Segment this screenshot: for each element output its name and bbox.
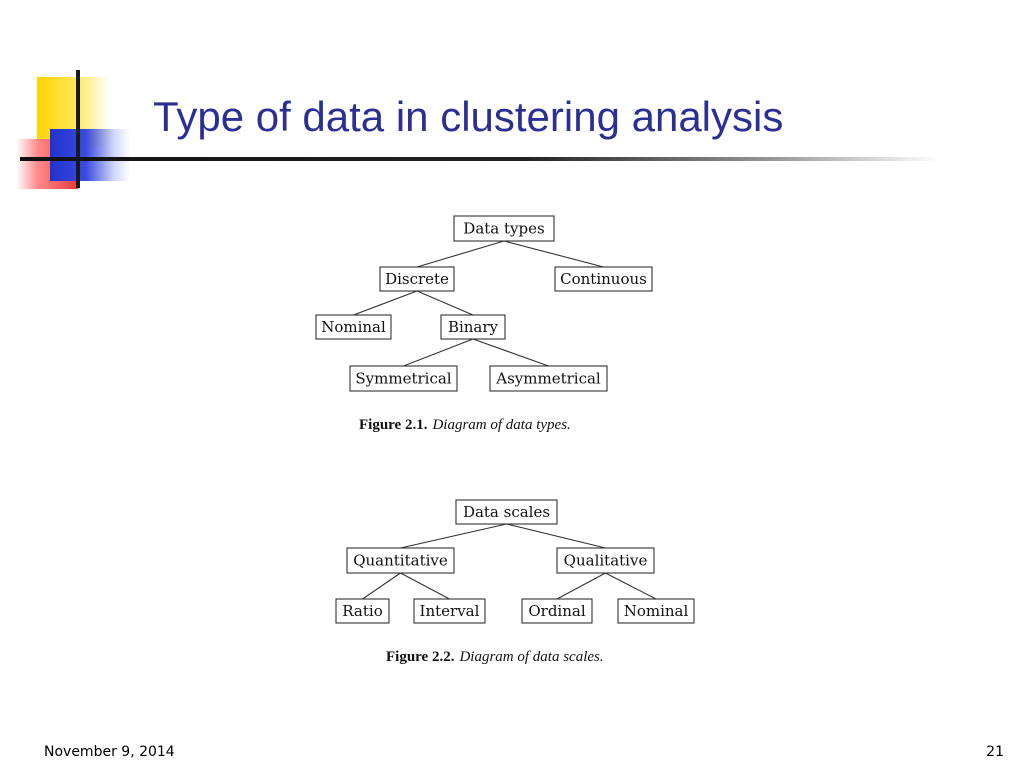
node-label: Ordinal — [528, 602, 585, 620]
node-data-scales: Data scales — [455, 499, 558, 525]
node-quantitative: Quantitative — [346, 547, 455, 574]
footer-date: November 9, 2014 — [44, 744, 175, 760]
node-box — [617, 598, 695, 624]
node-box — [379, 266, 455, 292]
edge-binary-to-symmetrical — [403, 338, 474, 367]
node-box — [346, 547, 455, 574]
node-data-types: Data types — [453, 215, 555, 242]
title-underline — [20, 157, 940, 161]
figure-caption-data-types: Figure 2.1.Diagram of data types. — [359, 417, 571, 434]
edge-binary-to-asymmetrical — [472, 338, 549, 367]
node-interval: Interval — [413, 598, 486, 624]
node-label: Nominal — [321, 318, 386, 336]
node-label: Ratio — [342, 602, 382, 620]
slide-title: Type of data in clustering analysis — [153, 93, 784, 140]
node-label: Symmetrical — [355, 370, 451, 388]
logo-blue-square — [50, 129, 130, 181]
edge-qualitative-to-nominal-2 — [605, 572, 657, 600]
node-binary: Binary — [440, 314, 506, 340]
node-asymmetrical: Asymmetrical — [489, 365, 608, 392]
node-box — [455, 499, 558, 525]
caption-text: Diagram of data scales. — [459, 649, 604, 665]
node-discrete: Discrete — [379, 266, 455, 292]
slide-logo — [0, 0, 140, 200]
edge-discrete-to-nominal — [353, 290, 418, 316]
node-label: Nominal — [624, 602, 689, 620]
node-box — [335, 598, 390, 624]
edge-quantitative-to-ratio — [362, 572, 401, 600]
page-number: 21 — [986, 744, 1004, 760]
node-box — [413, 598, 486, 624]
node-nominal: Nominal — [315, 314, 392, 340]
edge-data-types-to-continuous — [503, 240, 604, 268]
node-label: Discrete — [385, 270, 449, 288]
node-label: Qualitative — [564, 552, 648, 570]
caption-text: Diagram of data types. — [432, 417, 571, 433]
logo-vertical-line — [76, 70, 80, 188]
node-box — [521, 598, 593, 624]
node-box — [453, 215, 555, 242]
node-symmetrical: Symmetrical — [349, 365, 458, 392]
node-label: Continuous — [560, 270, 647, 288]
node-box — [440, 314, 506, 340]
edge-quantitative-to-interval — [400, 572, 450, 600]
edge-qualitative-to-ordinal — [556, 572, 606, 600]
caption-number: Figure 2.1. — [359, 417, 428, 433]
node-ordinal: Ordinal — [521, 598, 593, 624]
node-label: Data scales — [463, 503, 550, 521]
node-label: Interval — [420, 602, 480, 620]
edge-data-scales-to-qualitative — [506, 523, 606, 549]
edge-data-types-to-discrete — [416, 240, 505, 268]
node-ratio: Ratio — [335, 598, 390, 624]
node-box — [556, 547, 655, 574]
figure-caption-data-scales: Figure 2.2.Diagram of data scales. — [386, 649, 604, 666]
node-qualitative: Qualitative — [556, 547, 655, 574]
node-box — [489, 365, 608, 392]
edge-discrete-to-binary — [416, 290, 474, 316]
node-label: Asymmetrical — [495, 370, 601, 388]
node-box — [554, 266, 653, 292]
node-label: Quantitative — [353, 552, 448, 570]
node-continuous: Continuous — [554, 266, 653, 292]
node-box — [349, 365, 458, 392]
edge-data-scales-to-quantitative — [400, 523, 507, 549]
node-label: Data types — [463, 220, 544, 238]
node-box — [315, 314, 392, 340]
caption-number: Figure 2.2. — [386, 649, 455, 665]
node-label: Binary — [448, 318, 499, 336]
node-nominal-2: Nominal — [617, 598, 695, 624]
